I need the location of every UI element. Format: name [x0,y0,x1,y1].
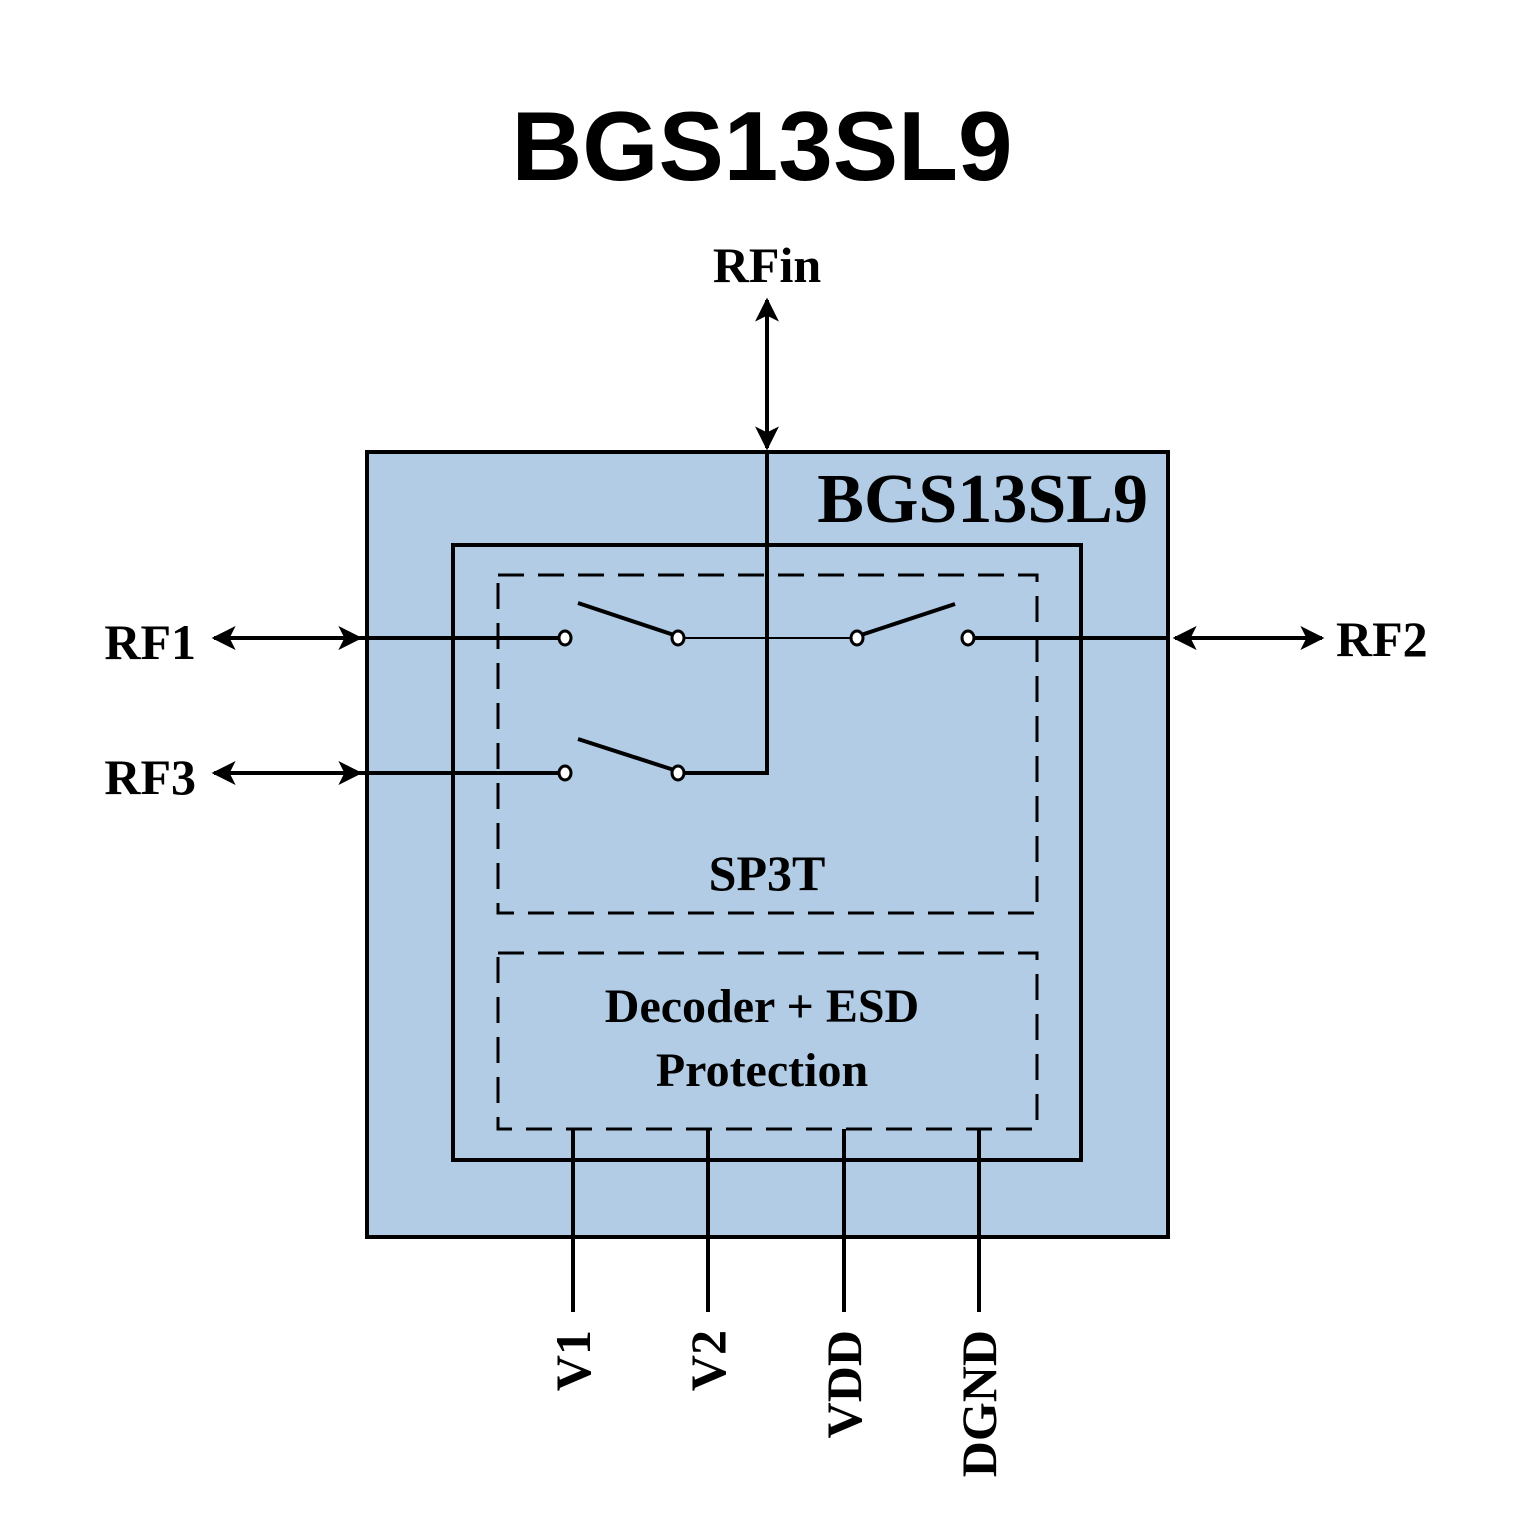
switch-blade-rf1 [577,601,675,637]
diagram-title: BGS13SL9 [511,91,1012,201]
switch-contacts [557,629,976,782]
chip-label: BGS13SL9 [817,461,1148,538]
decoder-label-line1: Decoder + ESD [605,980,919,1033]
switch-blade-rf3 [577,737,675,772]
rf2-label: RF2 [1336,611,1428,667]
decoder-block [496,951,1039,1131]
pin-v2-label: V2 [680,1330,736,1391]
decoder-label-line2: Protection [656,1044,868,1097]
rfin-label: RFin [713,237,822,293]
rf1-label: RF1 [104,614,196,670]
control-pins [571,1129,981,1312]
sp3t-label: SP3T [709,845,826,901]
switch-blade-rf2 [860,602,956,637]
pin-vdd-label: VDD [816,1330,872,1438]
rfin-wire [680,452,769,775]
sp3t-block [496,573,1039,915]
rf3-label: RF3 [104,749,196,805]
pin-v1-label: V1 [545,1330,601,1391]
pin-dgnd-label: DGND [951,1330,1007,1477]
